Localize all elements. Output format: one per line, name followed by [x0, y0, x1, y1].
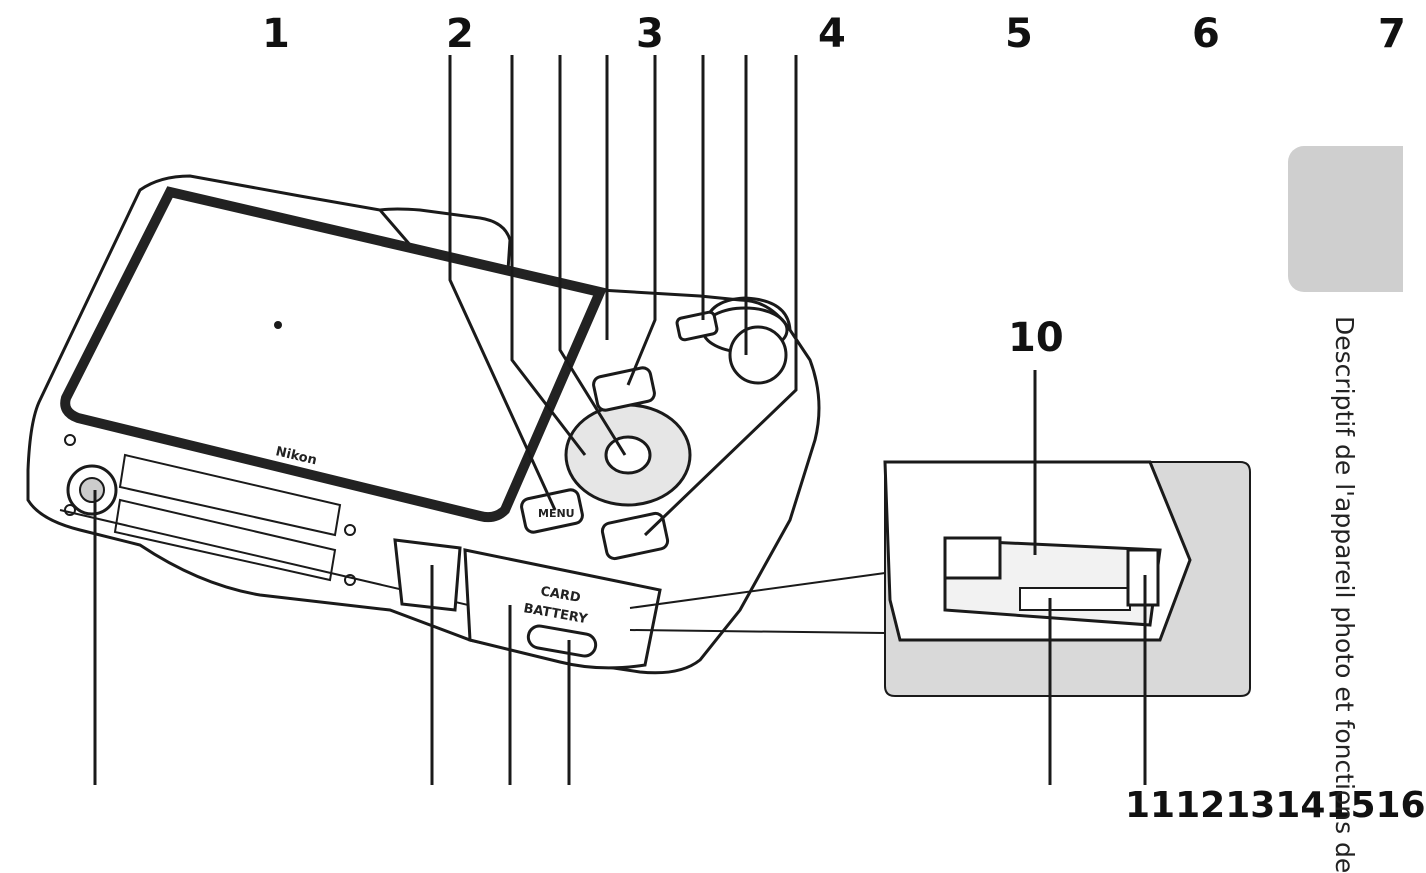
battery-inset — [883, 460, 1251, 697]
callout-11-16: 111213141516 — [1125, 785, 1426, 826]
callout-10: 10 — [1008, 315, 1064, 361]
inset-connectors — [629, 572, 886, 634]
zoom-lever — [675, 310, 719, 342]
card-label: CARD — [539, 584, 582, 606]
tripod-socket — [66, 464, 118, 516]
camera-illustration: Nikon MENU — [26, 55, 1251, 785]
screen-dot — [274, 321, 282, 329]
callout-1: 1 — [262, 11, 290, 57]
callout-5: 5 — [1005, 11, 1033, 57]
leader-lines — [93, 55, 1147, 785]
shutter-button — [728, 325, 788, 385]
delete-button — [600, 511, 670, 561]
menu-label: MENU — [538, 507, 575, 520]
playback-button — [592, 366, 656, 412]
battery-chamber-cover — [393, 538, 662, 670]
callout-3: 3 — [636, 11, 664, 57]
callout-2: 2 — [446, 11, 474, 57]
callout-7: 7 — [1378, 11, 1406, 57]
chapter-tab — [1288, 146, 1403, 292]
callout-6: 6 — [1192, 11, 1220, 57]
speaker-grille — [64, 434, 356, 586]
multi-selector — [564, 403, 692, 507]
chapter-caption: Descriptif de l'appareil photo et foncti… — [1330, 316, 1359, 873]
lcd-screen — [60, 186, 607, 523]
camera-diagram: Nikon MENU — [26, 11, 1426, 873]
callout-4: 4 — [818, 11, 846, 57]
